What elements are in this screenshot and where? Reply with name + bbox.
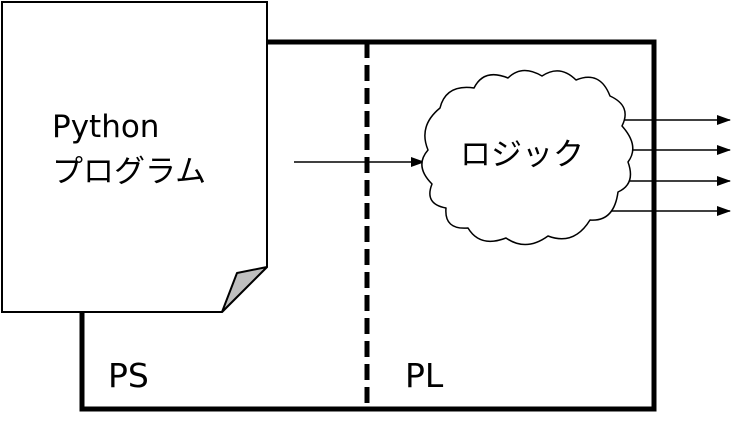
logic-cloud: ロジック — [421, 69, 634, 246]
document-title-line2: プログラム — [52, 154, 206, 190]
logic-label: ロジック — [460, 137, 584, 173]
pl-region-label: PL — [405, 356, 444, 395]
ps-region-label: PS — [108, 356, 149, 395]
cloud-shape — [421, 69, 634, 246]
logic-output-arrows — [602, 115, 731, 216]
python-program-document: Python プログラム — [1, 1, 268, 313]
document-folded-corner — [221, 266, 268, 313]
document-title-line1: Python — [52, 109, 159, 145]
